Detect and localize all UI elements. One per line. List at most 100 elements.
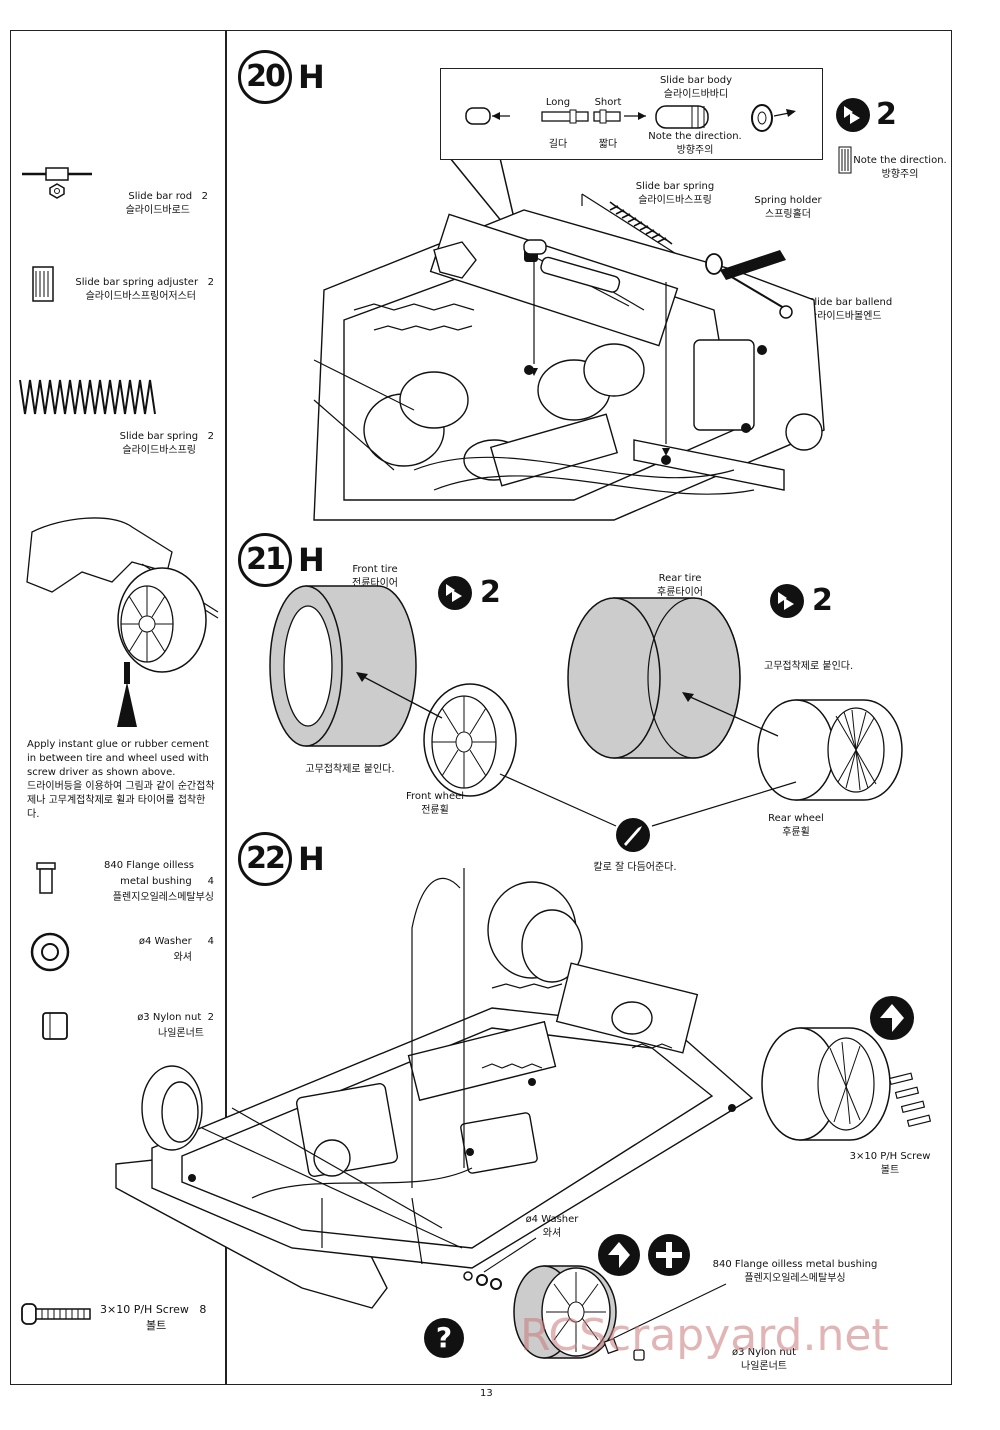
callout-long-kr: 길다 [548, 139, 568, 150]
slide-bar-rod-icon [22, 167, 92, 199]
washer-en: ø4 Washer [525, 1214, 579, 1225]
part-name: ø4 Washer [138, 936, 192, 947]
part-qty: 8 [199, 1303, 207, 1316]
part-qty: 2 [207, 1012, 214, 1023]
quantity-number-step20: 2 [876, 97, 897, 132]
nut-en: ø3 Nylon nut [731, 1347, 797, 1358]
part-name: Slide bar spring [119, 431, 199, 442]
step22-washer-label: ø4 Washer 와셔 [512, 1213, 592, 1241]
question-mark-icon: ? [435, 1321, 453, 1354]
repeat-arrows-icon [446, 584, 462, 602]
part-name-kr: 나일론너트 [158, 1028, 204, 1039]
part-label-washer: ø4 Washer 4 와셔 [139, 934, 214, 966]
part-label-slide-bar-rod: Slide bar rod 2 슬라이드바로드 [126, 190, 208, 218]
step22-bushing-label: 840 Flange oilless metal bushing 플렌지오일레스… [710, 1258, 880, 1286]
parts-column-divider [225, 30, 227, 1385]
rear-tire-icon [567, 597, 741, 759]
long-label: Long [545, 97, 571, 108]
glue-instruction-en: Apply instant glue or rubber cement in b… [27, 739, 209, 778]
part-label-nylon-nut: ø3 Nylon nut 2 나일론너트 [137, 1010, 214, 1042]
spring-label-kr: 슬라이드바스프링 [638, 195, 712, 206]
spring-holder-label: Spring holder 스프링홀더 [748, 194, 828, 222]
step20-spring-icon [609, 201, 673, 245]
part-name: Slide bar rod [128, 191, 193, 202]
front-wheel-mount-icon [463, 1265, 645, 1361]
knife-trim-pointers [499, 773, 797, 827]
rear-wheel-label: Rear wheel 후륜휠 [756, 812, 836, 840]
part-name-kr: 슬라이드바스프링 [122, 445, 196, 456]
nut-kr: 나일론너트 [741, 1361, 787, 1372]
rear-tire-kr: 후륜타이어 [657, 587, 703, 598]
step22-direction-icon-2 [608, 1242, 630, 1268]
screw-icon [21, 1303, 91, 1325]
front-tire-en: Front tire [352, 564, 398, 575]
part-name: 3×10 P/H Screw [100, 1303, 189, 1316]
front-tire-icon [269, 585, 417, 747]
part-qty: 4 [207, 876, 214, 887]
rear-wheel-en: Rear wheel [768, 813, 824, 824]
step22-nut-label: ø3 Nylon nut 나일론너트 [724, 1346, 804, 1374]
note-label: Note the direction. [648, 131, 742, 142]
rear-wheel-mount-icon [761, 1027, 932, 1141]
rear-tire-arrow [682, 692, 779, 737]
glue-left-label: 고무접착제로 붙인다. [305, 764, 395, 775]
short-label: Short [594, 97, 622, 108]
washer-pointer-line [483, 1237, 537, 1273]
rear-wheel-icon [757, 699, 903, 801]
part-label-flange-bushing: 840 Flange oilless metal bushing 4 플렌지오일… [104, 858, 214, 906]
callout-note-label: Note the direction. 방향주의 [640, 130, 750, 158]
part-label-spring-adjuster: Slide bar spring adjuster 2 슬라이드바스프링어저스터 [75, 276, 214, 304]
part-name-kr: 와셔 [173, 952, 192, 963]
repeat-arrows-icon [844, 106, 860, 124]
slide-bar-spring-label: Slide bar spring 슬라이드바스프링 [620, 180, 730, 208]
part-name-line1: 840 Flange oilless [104, 860, 194, 871]
washer-icon [30, 932, 70, 972]
page-number: 13 [480, 1388, 493, 1399]
watermark: RCScrapyard.net [520, 1310, 889, 1361]
holder-label: Spring holder [754, 195, 822, 206]
spring-adjuster-icon [32, 266, 54, 302]
nylon-nut-icon [42, 1012, 68, 1040]
part-qty: 2 [207, 431, 214, 442]
glue-instruction: Apply instant glue or rubber cement in b… [27, 738, 217, 822]
step20-assembly-arrows [523, 239, 793, 456]
part-label-screw: 3×10 P/H Screw 8 볼트 [100, 1302, 206, 1334]
part-name-kr: 볼트 [146, 1319, 167, 1332]
screw-en: 3×10 P/H Screw [849, 1151, 931, 1162]
note2-label: Note the direction. [853, 155, 947, 166]
small-adjuster-icon [838, 146, 852, 174]
step22-direction-icon [880, 1004, 904, 1032]
page-frame [10, 30, 952, 1385]
ballend-label-kr: 슬라이드바볼엔드 [808, 311, 882, 322]
callout-long-label: Long [538, 96, 578, 110]
front-tire-arrow [356, 672, 443, 719]
flange-bushing-icon [36, 862, 56, 894]
step20-chassis-illustration [313, 209, 825, 521]
holder-label-kr: 스프링홀더 [765, 209, 811, 220]
part-name-kr: 슬라이드바로드 [125, 205, 190, 216]
step22-car-illustration [115, 868, 754, 1309]
step-number-21: 21 [238, 533, 292, 587]
callout-short-label: Short [588, 96, 628, 110]
knife-blade-icon [624, 826, 642, 846]
bushing-kr: 플렌지오일레스메탈부싱 [744, 1273, 846, 1284]
slide-bar-ballend-label: Slide bar ballend 슬라이드바볼엔드 [808, 296, 892, 324]
quantity-number-rear: 2 [812, 583, 833, 618]
glue-instruction-kr: 드라이버등을 이용하여 그림과 같이 순간접착제나 고무계접착제로 휠과 타이어… [27, 781, 215, 820]
front-wheel-icon [423, 683, 517, 797]
part-label-slide-bar-spring: Slide bar spring 2 슬라이드바스프링 [120, 430, 214, 458]
rear-wheel-kr: 후륜휠 [782, 827, 810, 838]
glue-right-label: 고무접착제로 붙인다. [764, 661, 854, 672]
step-number-22: 22 [238, 832, 292, 886]
front-wheel-kr: 전륜휠 [421, 805, 449, 816]
screw-kr: 볼트 [880, 1165, 900, 1176]
front-tire-kr: 전륜타이어 [352, 578, 398, 589]
part-qty: 4 [207, 936, 214, 947]
front-wheel-label: Front wheel 전륜휠 [400, 790, 470, 818]
note-direction-label: Note the direction. 방향주의 [852, 154, 948, 182]
bushing-en: 840 Flange oilless metal bushing [712, 1259, 878, 1270]
spring-label: Slide bar spring [635, 181, 715, 192]
note-label-kr: 방향주의 [676, 145, 714, 156]
part-name-kr: 슬라이드바스프링어저스터 [85, 291, 196, 302]
part-name-kr: 플렌지오일레스메탈부싱 [112, 892, 214, 903]
